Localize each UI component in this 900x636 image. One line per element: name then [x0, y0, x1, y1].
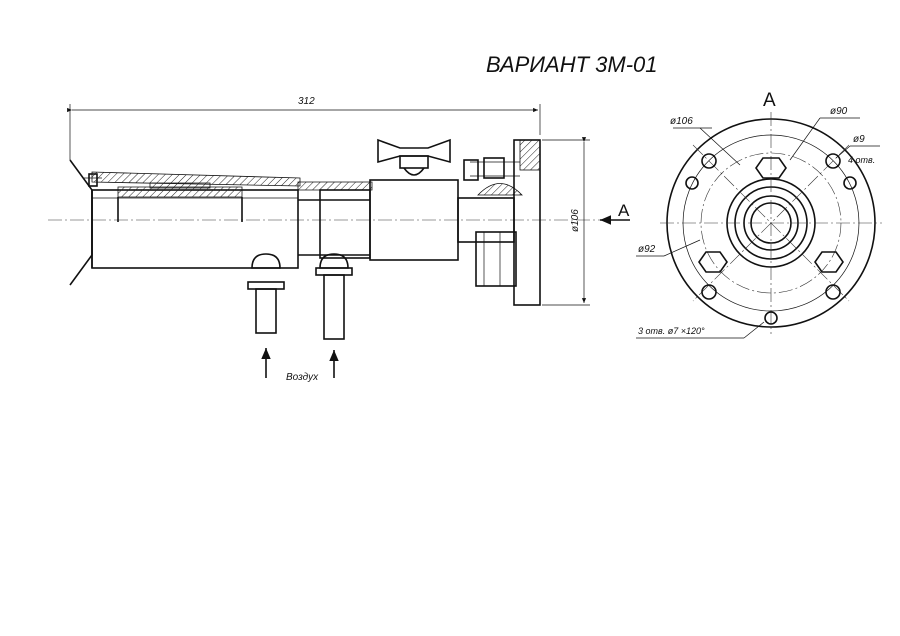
drawing-title: ВАРИАНТ 3М-01: [486, 52, 658, 77]
air-label: Воздух: [286, 372, 319, 383]
front-view-a: А ø106 ø90 ø9 4 о: [636, 90, 882, 339]
dim-overall-length: 312: [298, 96, 315, 107]
section-arrow-label: А: [618, 201, 630, 220]
dim-outer-dia: ø106: [670, 116, 693, 127]
dim-hole-count: 4 отв.: [848, 155, 875, 165]
dim-flange-height: ø106: [570, 209, 581, 232]
dim-pitch-90: ø90: [830, 106, 848, 117]
view-label: А: [763, 90, 776, 111]
dim-small-holes: 3 отв. ø7 ×120°: [638, 326, 705, 336]
dim-bolt-circle: ø92: [638, 244, 656, 255]
dim-hole-dia: ø9: [853, 134, 865, 145]
side-view: 312: [48, 96, 630, 383]
